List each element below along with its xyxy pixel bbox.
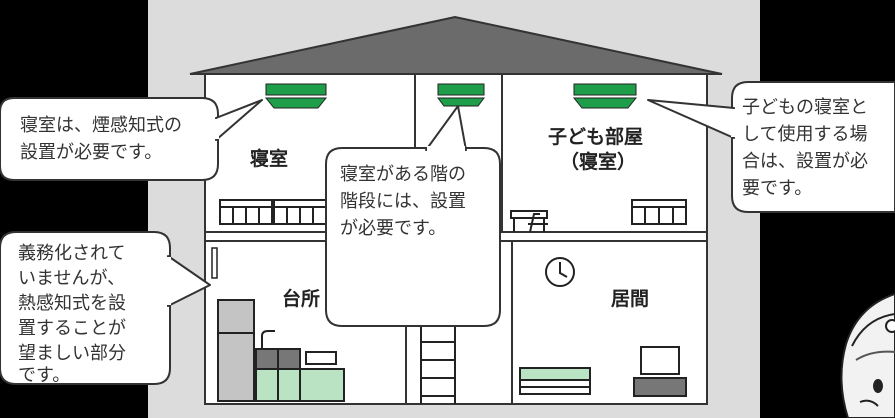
callout-text-line: 階段には、設置 [340,191,466,212]
smoke-detector-icon [437,83,485,107]
callout-text-line: 義務化されて [18,243,125,264]
callout-text-line: 設置が必要です。 [20,142,162,163]
person-illustration-icon [840,292,895,418]
smoke-detector-icon [264,83,328,109]
callout-text-line: 熱感知式を設 [18,293,126,314]
bed-icon [219,199,327,225]
callout-text-line: です。 [18,365,70,386]
room-label-kitchen: 台所 [282,287,320,310]
callout-text-line: 寝室がある階の [340,164,466,185]
callout-text-line: して使用する場 [742,124,867,145]
room-label-living: 居間 [611,288,649,310]
callout-text-line: 合は、設置が必 [742,151,868,172]
callout-text-line: いませんが、 [18,268,125,289]
callout-stair-smoke: 寝室がある階の 階段には、設置 が必要です。 [325,105,501,327]
callout-text-line: 寝室は、煙感知式の [20,115,182,136]
callout-kitchen-heat: 義務化されて いませんが、 熱感知式を設 置することが 望ましい部分 です。 [0,231,211,386]
callout-text-line: 置することが [18,318,126,339]
callout-text-line: 望ましい部分 [18,343,126,364]
clock-icon [545,257,575,287]
room-label-child-room-sub: （寝室） [560,150,636,173]
desk-chair-icon [510,210,548,233]
sink-icon [255,330,345,402]
tv-icon [633,346,687,397]
callout-child-room: 子どもの寝室と して使用する場 合は、設置が必 要です。 [647,81,895,213]
bed-icon [631,199,687,225]
room-label-bedroom: 寝室 [250,147,288,170]
door-icon [211,247,218,279]
callout-text-line: 要です。 [742,178,812,199]
sofa-icon [519,367,591,395]
refrigerator-icon [217,299,255,402]
callout-bedroom-smoke: 寝室は、煙感知式の 設置が必要です。 [0,97,263,181]
room-label-child-room: 子ども部屋 [548,125,643,148]
callout-text-line: 子どもの寝室と [742,97,868,118]
callout-text-line: が必要です。 [340,218,446,239]
smoke-detector-icon [572,83,638,109]
